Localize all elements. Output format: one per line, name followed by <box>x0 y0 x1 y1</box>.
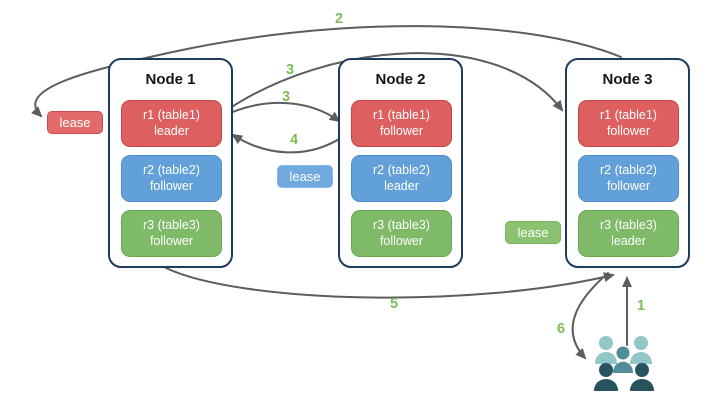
replica-name: r2 (table2) <box>143 163 200 177</box>
replica-role: follower <box>606 178 651 193</box>
lease-badge-table1: lease <box>47 111 103 134</box>
node-1-replica-r3: r3 (table3) follower <box>121 210 222 257</box>
replica-role: follower <box>379 123 424 138</box>
arrow-step-3-leader-to-node3-follower <box>223 52 564 113</box>
arrow-step-6-node3-to-users <box>571 272 609 360</box>
arrow-step-3-leader-to-node2-follower <box>222 101 341 123</box>
replica-role: follower <box>606 123 651 138</box>
step-label-3b: 3 <box>282 89 291 105</box>
node-3: Node 3 r1 (table1) follower r2 (table2) … <box>565 58 690 268</box>
replica-role: leader <box>154 123 189 138</box>
lease-badge-table2: lease <box>277 165 333 188</box>
replica-name: r3 (table3) <box>600 218 657 232</box>
users-back-row <box>595 336 652 364</box>
replica-role: follower <box>149 233 194 248</box>
node-1: Node 1 r1 (table1) leader r2 (table2) fo… <box>108 58 233 268</box>
replica-role: follower <box>379 233 424 248</box>
node-3-replica-r1: r1 (table1) follower <box>578 100 679 147</box>
replica-name: r2 (table2) <box>600 163 657 177</box>
arrow-step-4-node2-ack-to-leader <box>231 133 345 154</box>
step-label-4: 4 <box>290 132 299 148</box>
node-2: Node 2 r1 (table1) follower r2 (table2) … <box>338 58 463 268</box>
node-2-replica-r1: r1 (table1) follower <box>351 100 452 147</box>
step-label-1: 1 <box>637 298 646 314</box>
node-1-replica-r2: r2 (table2) follower <box>121 155 222 202</box>
replica-name: r1 (table1) <box>373 108 430 122</box>
replica-role: follower <box>149 178 194 193</box>
replica-name: r3 (table3) <box>373 218 430 232</box>
arrow-step-5-node1-to-node3 <box>165 267 615 299</box>
users-front-row <box>594 363 654 391</box>
lease-badge-table3: lease <box>505 221 561 244</box>
node-1-replica-r1: r1 (table1) leader <box>121 100 222 147</box>
step-label-5: 5 <box>390 296 399 312</box>
replica-name: r3 (table3) <box>143 218 200 232</box>
replica-name: r1 (table1) <box>600 108 657 122</box>
replica-name: r1 (table1) <box>143 108 200 122</box>
arrow-step-2-node3-to-lease1 <box>31 25 622 118</box>
step-label-6: 6 <box>557 321 566 337</box>
step-label-2: 2 <box>335 11 344 27</box>
replica-role: leader <box>611 233 646 248</box>
node-1-title: Node 1 <box>145 71 196 88</box>
node-3-replica-r3: r3 (table3) leader <box>578 210 679 257</box>
node-3-title: Node 3 <box>602 71 653 88</box>
node-2-replica-r3: r3 (table3) follower <box>351 210 452 257</box>
step-label-3a: 3 <box>286 62 295 78</box>
users-icon <box>594 336 654 391</box>
users-middle-person <box>613 346 633 373</box>
node-2-replica-r2: r2 (table2) leader <box>351 155 452 202</box>
replica-role: leader <box>384 178 419 193</box>
replica-name: r2 (table2) <box>373 163 430 177</box>
node-2-title: Node 2 <box>375 71 426 88</box>
node-3-replica-r2: r2 (table2) follower <box>578 155 679 202</box>
